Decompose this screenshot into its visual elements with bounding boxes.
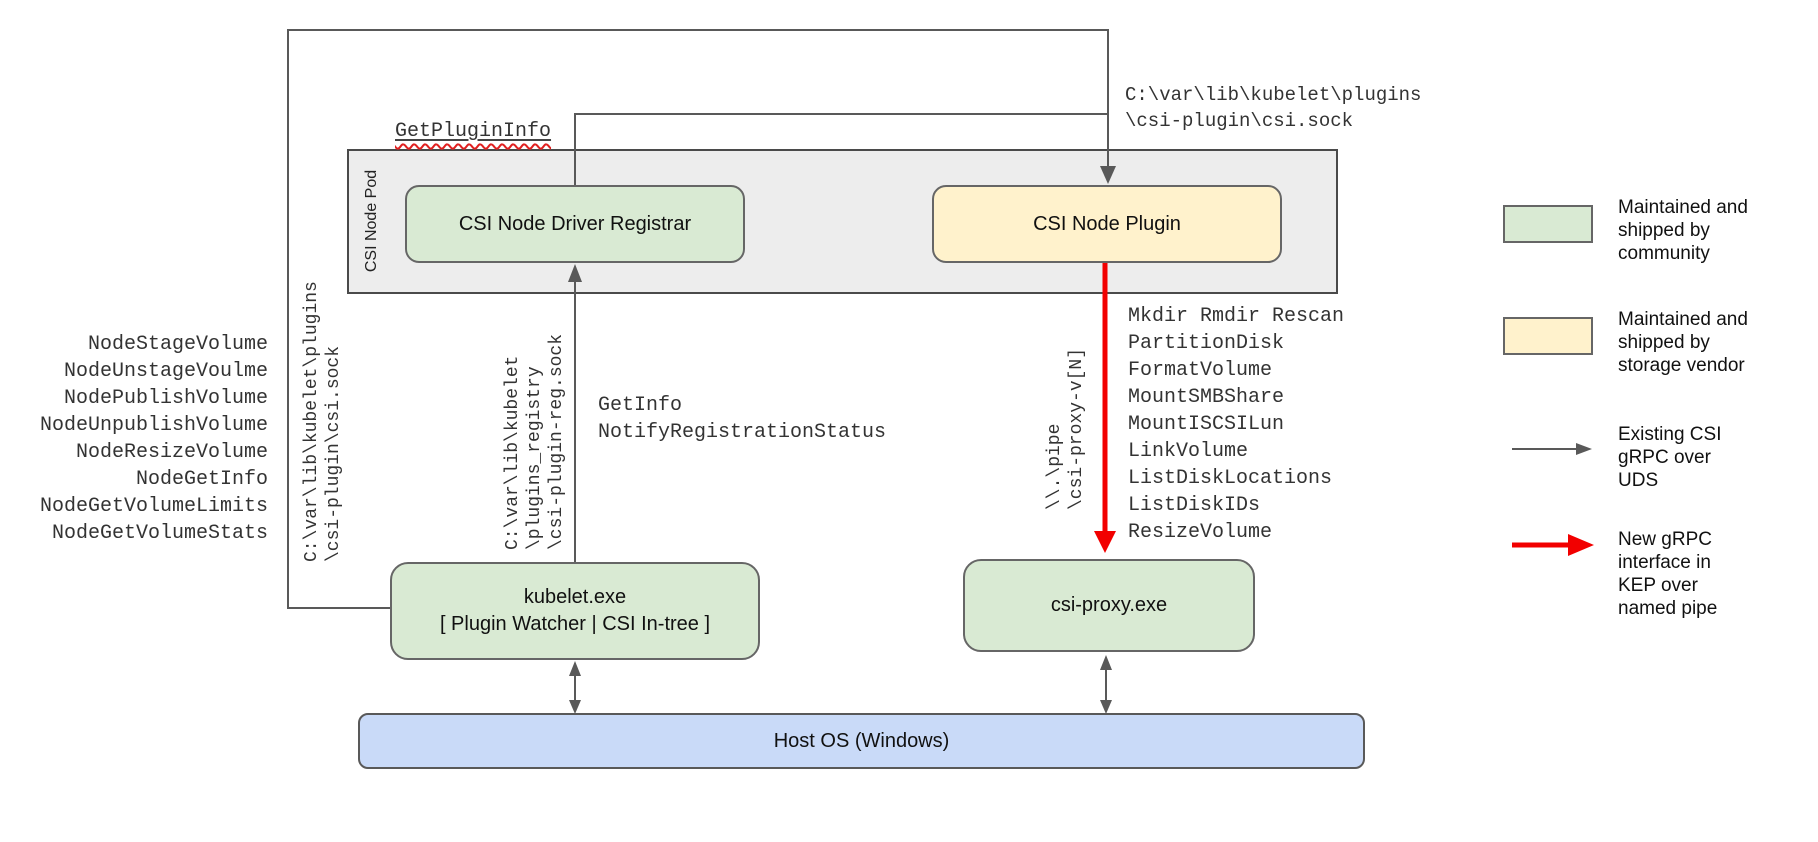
proxy-method-item: Mkdir Rmdir Rescan	[1128, 305, 1345, 328]
legend-namedpipe-arrowhead	[1568, 534, 1594, 556]
legend-text-uds: Existing CSI gRPC over UDS	[1618, 424, 1722, 491]
proxy-method-item: MountSMBShare	[1128, 386, 1285, 409]
node-method-item: NodeGetVolumeStats	[51, 522, 268, 545]
proxy-method-item: LinkVolume	[1128, 440, 1249, 463]
csi-node-plugin-box: CSI Node Plugin	[932, 185, 1282, 263]
arrowhead-into-plugin	[1100, 166, 1116, 184]
csi-node-driver-registrar-box: CSI Node Driver Registrar	[405, 185, 745, 263]
node-method-item: NodeUnpublishVolume	[39, 414, 268, 437]
node-method-item: NodeGetInfo	[135, 468, 268, 491]
proxy-method-item: ListDiskIDs	[1128, 494, 1261, 517]
proxy-method-item: FormatVolume	[1128, 359, 1273, 382]
getplugininfo-label: GetPluginInfo	[395, 118, 551, 145]
legend-uds-arrowhead	[1576, 443, 1592, 455]
kubelet-hostos-arrowhead-up	[569, 661, 581, 676]
proxy-hostos-arrowhead-down	[1100, 700, 1112, 714]
legend-text-community: Maintained and shipped by community	[1618, 197, 1748, 264]
legend-swatch-community	[1503, 205, 1593, 243]
proxy-method-item: MountISCSILun	[1128, 413, 1285, 436]
named-pipe-path-label: \\.\pipe \csi-proxy-v[N]	[1045, 347, 1087, 510]
legend-text-namedpipe: New gRPC interface in KEP over named pip…	[1618, 529, 1718, 619]
node-method-item: NodeGetVolumeLimits	[39, 495, 268, 518]
legend-text-vendor: Maintained and shipped by storage vendor	[1618, 309, 1748, 376]
plugin-registry-path-label: C:\var\lib\kubelet \plugins_registry \cs…	[503, 333, 567, 550]
proxy-hostos-arrowhead-up	[1100, 655, 1112, 670]
node-method-item: NodeResizeVolume	[75, 441, 268, 464]
csi-node-pod-label: CSI Node Pod	[363, 169, 380, 273]
legend-swatch-vendor	[1503, 317, 1593, 355]
csi-proxy-box: csi-proxy.exe	[963, 559, 1255, 652]
kubelet-to-plugin-line	[287, 29, 1109, 609]
csi-sock-path-label-left: C:\var\lib\kubelet\plugins \csi-plugin\c…	[302, 281, 344, 562]
csi-sock-path-label-top: C:\var\lib\kubelet\plugins \csi-plugin\c…	[1125, 84, 1422, 132]
kubelet-box: kubelet.exe [ Plugin Watcher | CSI In-tr…	[390, 562, 760, 660]
node-method-item: NodeStageVolume	[87, 333, 268, 356]
proxy-method-item: PartitionDisk	[1128, 332, 1285, 355]
node-method-item: NodeUnstageVoulme	[63, 360, 268, 383]
kubelet-hostos-arrowhead-down	[569, 700, 581, 714]
getplugininfo-line	[574, 113, 1107, 185]
node-method-item: NodePublishVolume	[63, 387, 268, 410]
host-os-box: Host OS (Windows)	[358, 713, 1365, 769]
getplugininfo-text: GetPluginInfo	[395, 120, 552, 143]
proxy-method-item: ResizeVolume	[1128, 521, 1273, 544]
arrowhead-into-registrar	[568, 264, 582, 282]
proxy-method-item: ListDiskLocations	[1128, 467, 1333, 490]
arrowhead-into-proxy	[1094, 531, 1116, 553]
registrar-rpcs-label: GetInfo NotifyRegistrationStatus	[598, 394, 887, 444]
